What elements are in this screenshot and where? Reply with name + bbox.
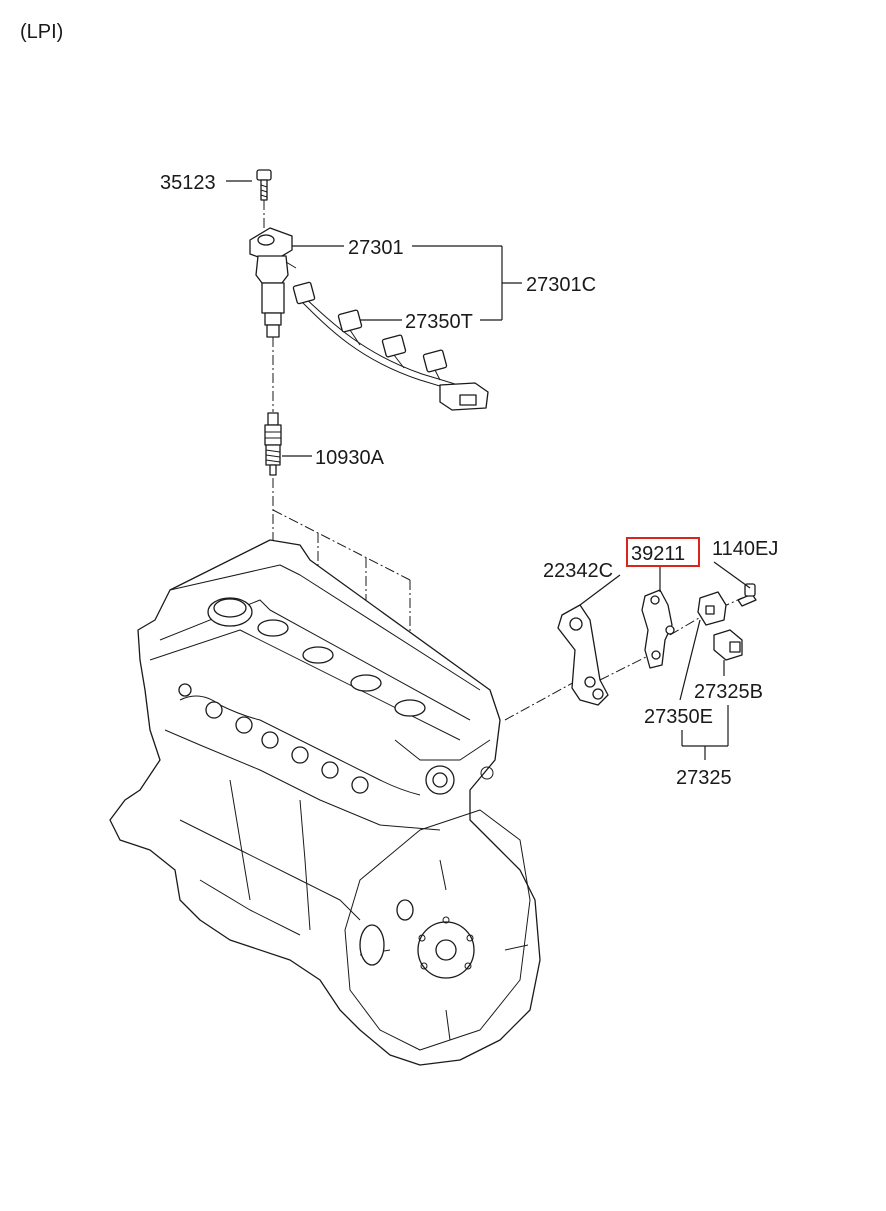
knock-sensor-drawing — [697, 591, 727, 626]
leader-lines — [226, 180, 751, 760]
highlight-box-39211 — [626, 537, 700, 567]
engine-block-drawing — [109, 539, 541, 1066]
part-label-27301C[interactable]: 27301C — [526, 274, 596, 296]
bracket-22342C-drawing — [557, 604, 609, 706]
bolt-1140EJ-drawing — [737, 583, 757, 607]
part-label-27325[interactable]: 27325 — [676, 767, 732, 789]
sensor-guide-line-2 — [599, 654, 651, 681]
ignition-coil-drawing — [249, 227, 297, 338]
part-label-1140EJ[interactable]: 1140EJ — [712, 538, 778, 560]
part-label-27350E[interactable]: 27350E — [644, 706, 713, 728]
part-label-10930A[interactable]: 10930A — [315, 447, 385, 469]
part-label-35123[interactable]: 35123 — [160, 172, 216, 194]
part-label-27350T[interactable]: 27350T — [405, 311, 473, 333]
part-label-27325B[interactable]: 27325B — [694, 681, 763, 703]
variant-label: (LPI) — [20, 21, 63, 43]
part-label-22342C[interactable]: 22342C — [543, 560, 613, 582]
bracket-39211-drawing — [641, 589, 675, 669]
part-label-39211[interactable]: 39211 — [631, 543, 685, 565]
sensor-guide-line-3 — [669, 614, 705, 636]
spark-plug-drawing — [264, 412, 282, 476]
connector-27325B-drawing — [713, 629, 743, 661]
part-label-27301[interactable]: 27301 — [348, 237, 404, 259]
bolt-35123-drawing — [256, 169, 272, 201]
wiring-harness-drawing — [292, 281, 489, 411]
sensor-guide-line-1 — [504, 679, 579, 721]
